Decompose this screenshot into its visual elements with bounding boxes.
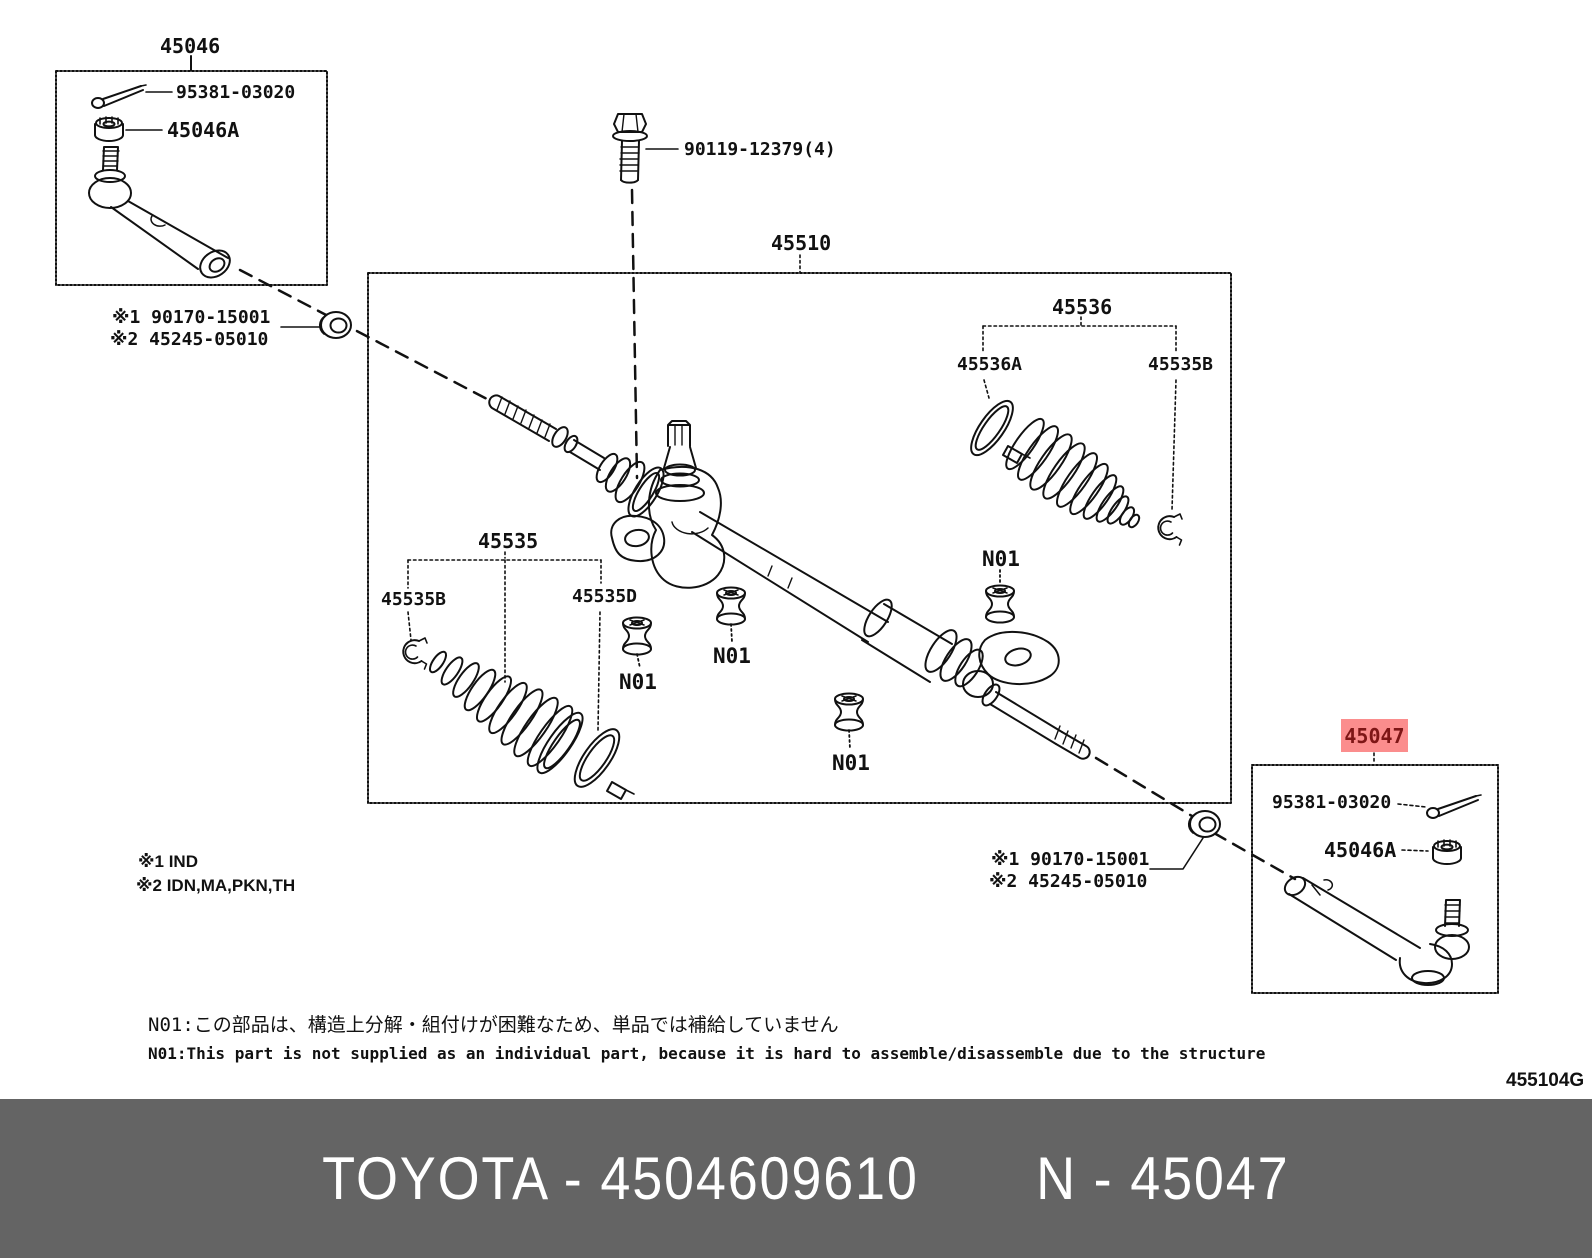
grommet-icon-c (834, 692, 864, 750)
bracket-45536 (982, 316, 1177, 511)
part-label-45535: 45535 (478, 529, 539, 553)
clip-icon-right-45535B (1157, 513, 1183, 546)
tie-rod-end-drawing-right (1283, 875, 1470, 986)
region-note-1: ※1 IND (138, 852, 198, 871)
clamp-icon-45535D (573, 728, 635, 800)
bolt-icon (612, 113, 679, 184)
box-45046-frame (55, 55, 328, 286)
part-label-45536: 45536 (1052, 295, 1113, 319)
clamp-icon-45536A (970, 399, 1031, 464)
part-label-45535D: 45535D (572, 586, 638, 607)
figure-code: 455104G (1506, 1070, 1585, 1091)
boot-drawing-right (1005, 417, 1141, 529)
nut-icon-right (1149, 810, 1221, 870)
n01-label-a: N01 (619, 670, 657, 694)
grommet-icon-d (985, 569, 1015, 624)
part-label-90119: 90119-12379(4) (684, 139, 836, 160)
cotter-pin-icon-right (1397, 794, 1482, 819)
n01-note-english: N01:This part is not supplied as an indi… (148, 1044, 1266, 1063)
part-label-45046: 45046 (160, 34, 221, 58)
bracket-45535 (407, 551, 602, 731)
n01-label-c: N01 (832, 751, 870, 775)
clip-icon-left-45535B (402, 637, 428, 670)
grommet-icon-a (622, 616, 652, 669)
selected-part-label-45047[interactable]: 45047 (1341, 719, 1408, 752)
assembly-dashed-lines (238, 188, 1297, 881)
n01-note-japanese: N01:この部品は、構造上分解・組付けが困難なため、単品では補給していません (148, 1014, 839, 1036)
part-label-45046A-right: 45046A (1324, 838, 1397, 862)
box-45510-frame (367, 254, 1232, 804)
part-label-45535B-right: 45535B (1148, 354, 1214, 375)
part-label-45046A-left: 45046A (167, 118, 240, 142)
nut-icon-left (280, 311, 352, 339)
n01-label-b: N01 (713, 644, 751, 668)
region-note-2: ※2 IDN,MA,PKN,TH (136, 876, 296, 895)
ref-label-left-2: ※2 45245-05010 (110, 329, 269, 350)
steering-gear-drawing (488, 394, 1091, 760)
banner-left-text: TOYOTA - 4504609610 (321, 1145, 919, 1212)
banner-right-text: N - 45047 (1035, 1145, 1290, 1212)
boot-drawing-left (428, 650, 584, 775)
part-label-45536A: 45536A (957, 354, 1023, 375)
footer-banner: TOYOTA - 4504609610 N - 45047 (0, 1099, 1592, 1258)
box-45047-frame (1251, 752, 1499, 994)
tie-rod-end-drawing-left (88, 146, 231, 279)
ref-label-left-1: ※1 90170-15001 (112, 307, 271, 328)
ref-label-right-1: ※1 90170-15001 (991, 849, 1150, 870)
part-label-45535B-left: 45535B (381, 589, 447, 610)
n01-label-d: N01 (982, 547, 1020, 571)
castle-nut-icon (94, 116, 163, 142)
cotter-pin-icon (91, 84, 173, 109)
grommet-icon-b (716, 586, 746, 643)
castle-nut-icon-right (1401, 839, 1462, 865)
part-label-95381-left: 95381-03020 (176, 82, 296, 103)
ref-label-right-2: ※2 45245-05010 (989, 871, 1148, 892)
part-label-45510: 45510 (771, 231, 832, 255)
part-label-95381-right: 95381-03020 (1272, 792, 1392, 813)
